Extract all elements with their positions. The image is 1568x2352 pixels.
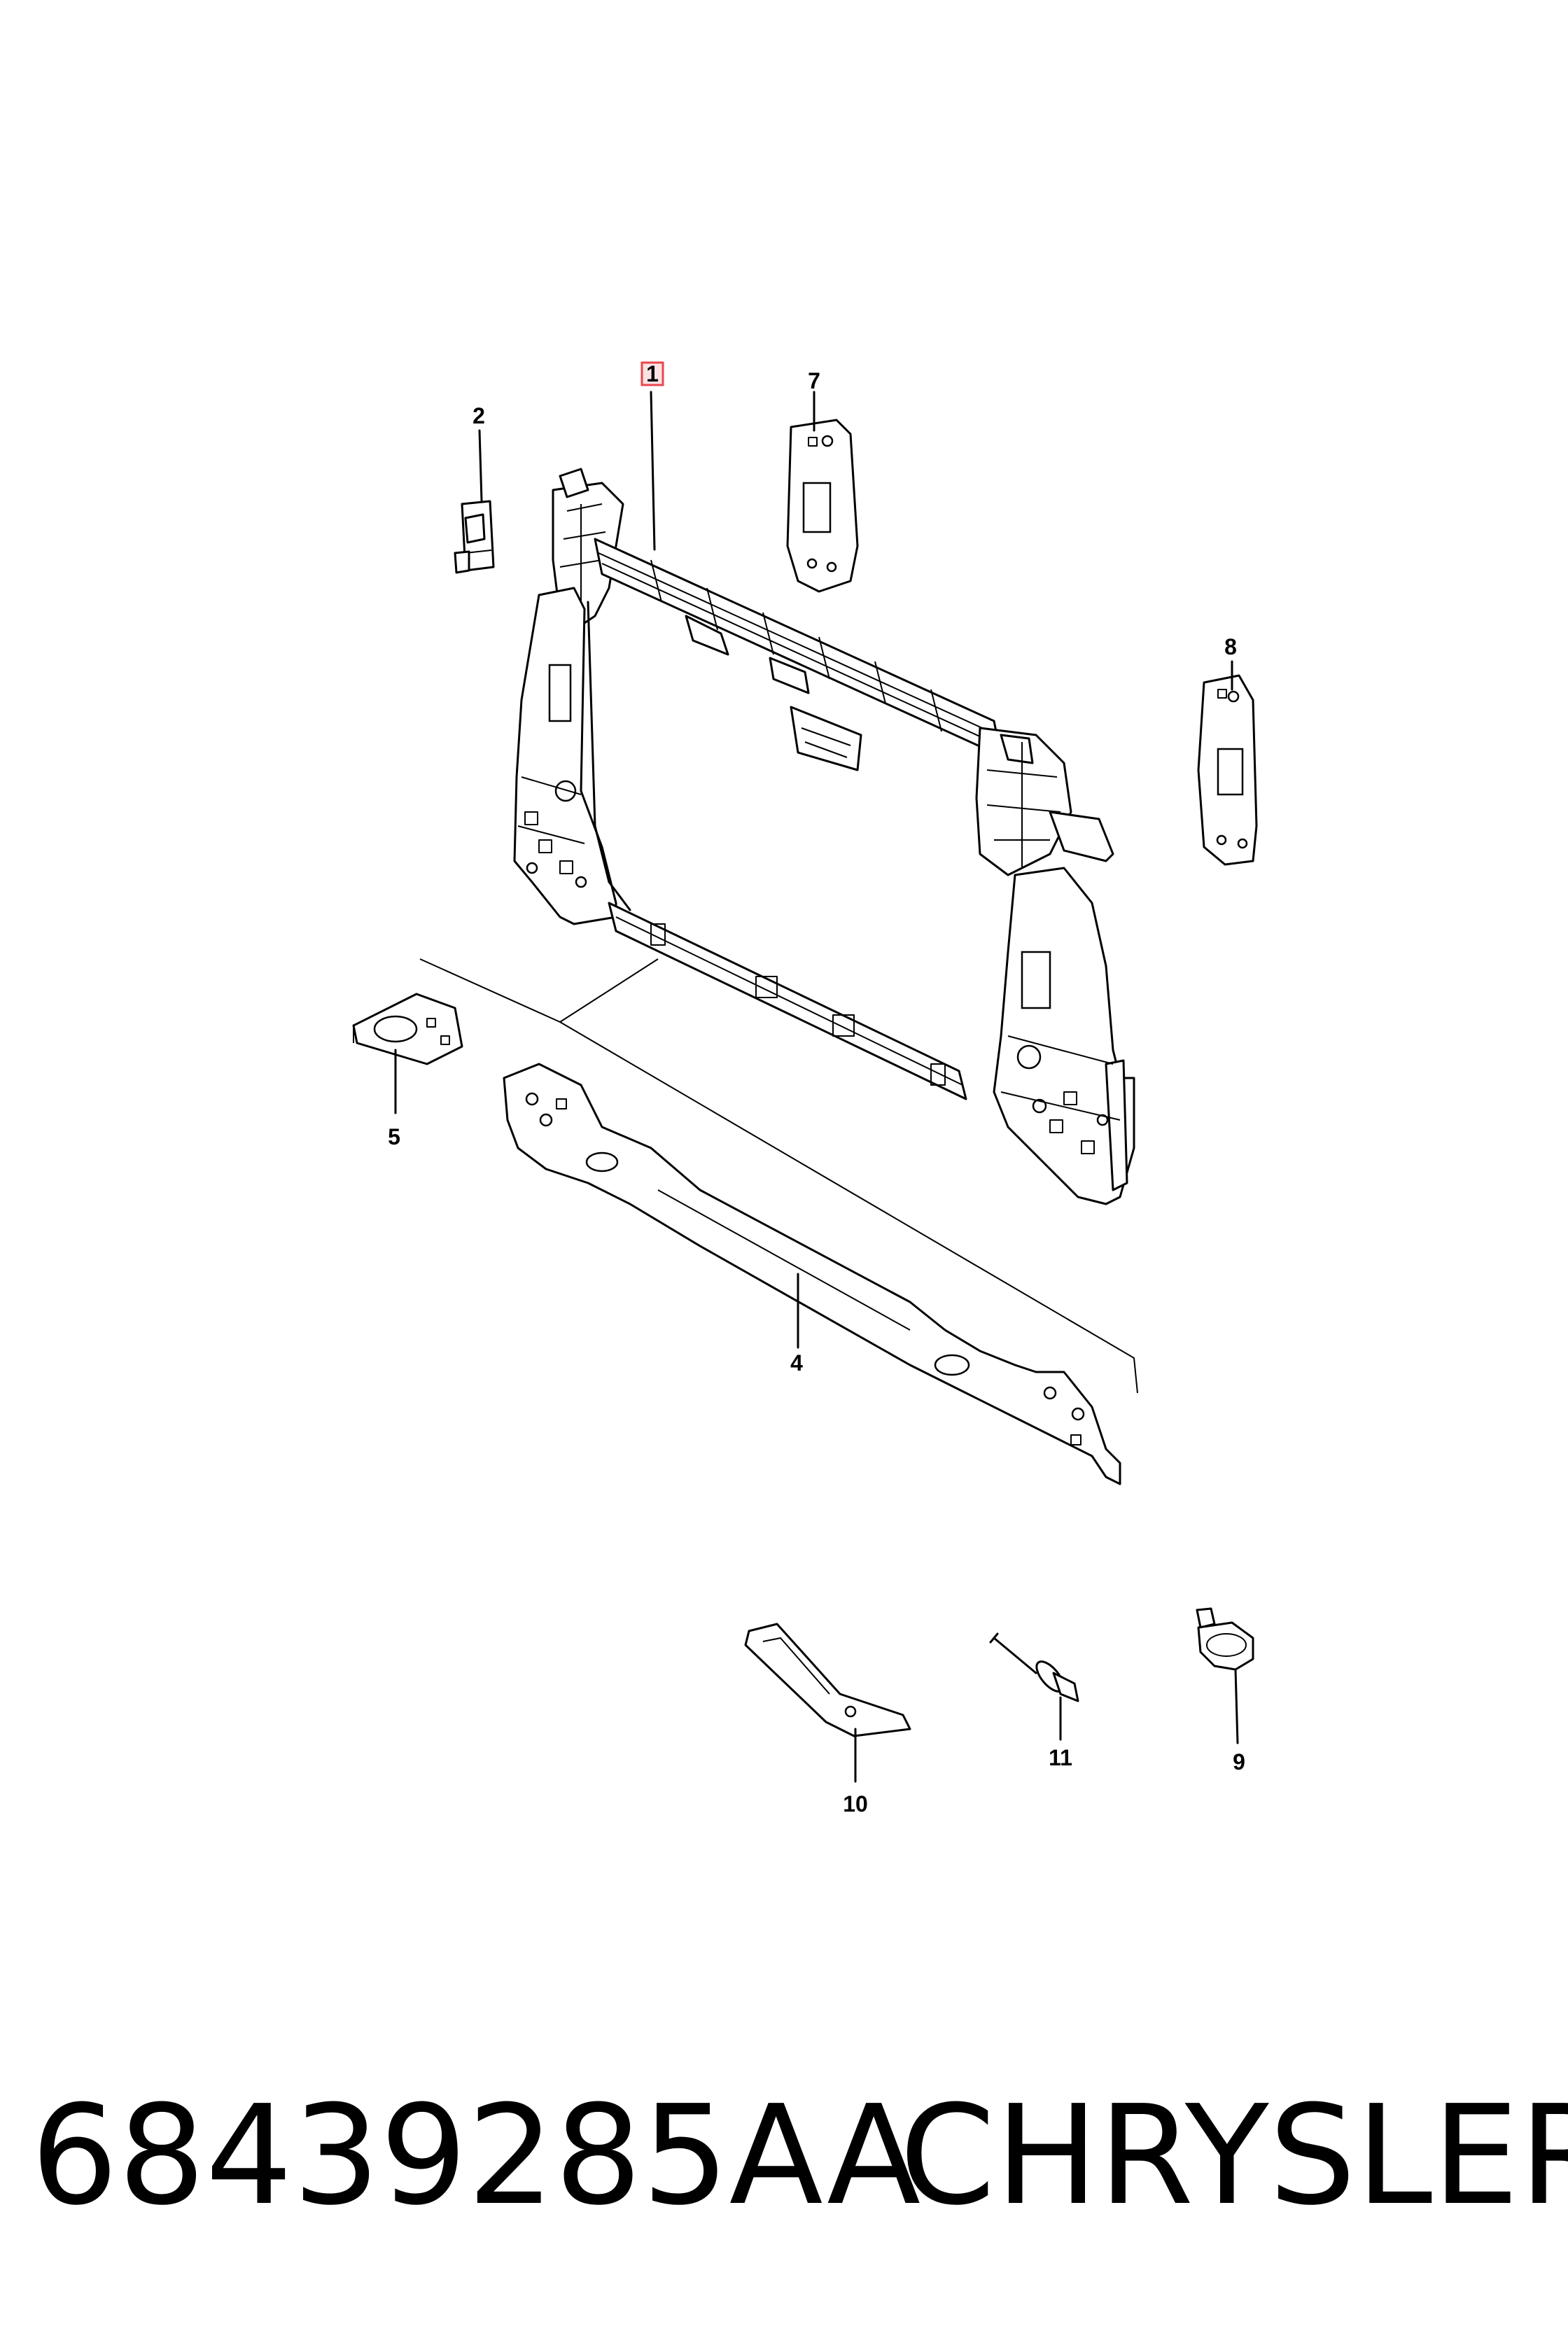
callout-11[interactable]: 11	[1049, 1745, 1072, 1770]
callout-1-highlight	[640, 361, 664, 386]
radiator-support-frame	[513, 468, 1135, 1205]
part-number: 68439285AA	[31, 2076, 921, 2236]
plate-part-8	[1197, 674, 1258, 866]
plate-part-7	[786, 419, 859, 593]
bolt-part-9	[1196, 1607, 1254, 1671]
callout-labels: 1 2 4 5 7 8 9 10 11	[388, 361, 1245, 1816]
callout-8[interactable]: 8	[1224, 634, 1237, 659]
bracket-part-5	[352, 993, 463, 1065]
callout-4[interactable]: 4	[790, 1350, 803, 1376]
clip-part-2	[454, 500, 495, 574]
callout-5[interactable]: 5	[388, 1124, 400, 1149]
callout-9[interactable]: 9	[1233, 1749, 1245, 1774]
callout-1[interactable]: 1	[646, 361, 659, 386]
strap-part-10	[744, 1623, 911, 1737]
leader-lines	[394, 391, 1239, 1783]
rivet-part-11	[989, 1632, 1079, 1702]
brand-name: CHRYSLER	[899, 2076, 1568, 2236]
lower-member-part-4	[503, 1063, 1121, 1485]
callout-2[interactable]: 2	[472, 403, 485, 428]
callout-7[interactable]: 7	[808, 368, 820, 393]
callout-10[interactable]: 10	[843, 1791, 868, 1816]
assembly-bracket-lines	[419, 958, 1138, 1394]
